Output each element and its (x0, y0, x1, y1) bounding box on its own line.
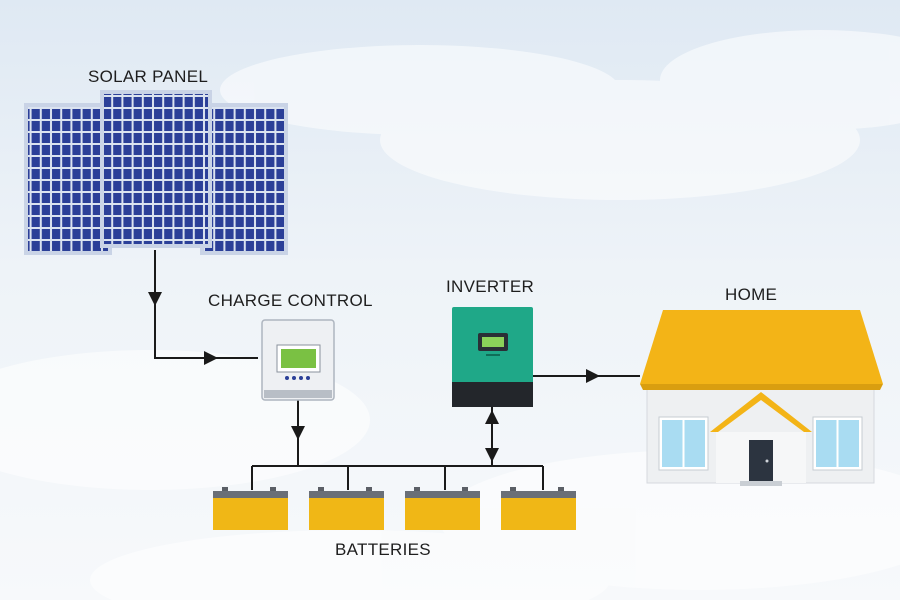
solar-panel-left (24, 103, 112, 255)
home-label: HOME (725, 285, 778, 304)
solar-panel (24, 90, 288, 255)
charge-control-label: CHARGE CONTROL (208, 291, 373, 310)
battery (405, 487, 480, 530)
battery (213, 487, 288, 530)
home (640, 310, 883, 486)
solar-panel-label: SOLAR PANEL (88, 67, 209, 86)
battery (309, 487, 384, 530)
flow-arrows (148, 292, 600, 462)
arrow-into-controller (204, 351, 218, 365)
inverter (452, 307, 533, 407)
arrow-down-to-bus (291, 426, 305, 440)
inverter-label: INVERTER (446, 277, 535, 296)
arrow-down-from-panel (148, 292, 162, 306)
porch-gable (710, 392, 812, 432)
batteries (213, 487, 576, 530)
charge-controller (261, 319, 335, 401)
house-door (749, 440, 773, 481)
solar-panel-right (200, 103, 288, 255)
wiring (154, 250, 640, 490)
arrow-into-home (586, 369, 600, 383)
arrow-down-from-inverter (485, 448, 499, 462)
wire-panel-to-controller (154, 250, 258, 359)
house-roof (640, 310, 883, 384)
solar-panel-center (100, 90, 212, 248)
arrow-up-to-inverter (485, 410, 499, 424)
batteries-label: BATTERIES (335, 540, 431, 559)
battery (501, 487, 576, 530)
